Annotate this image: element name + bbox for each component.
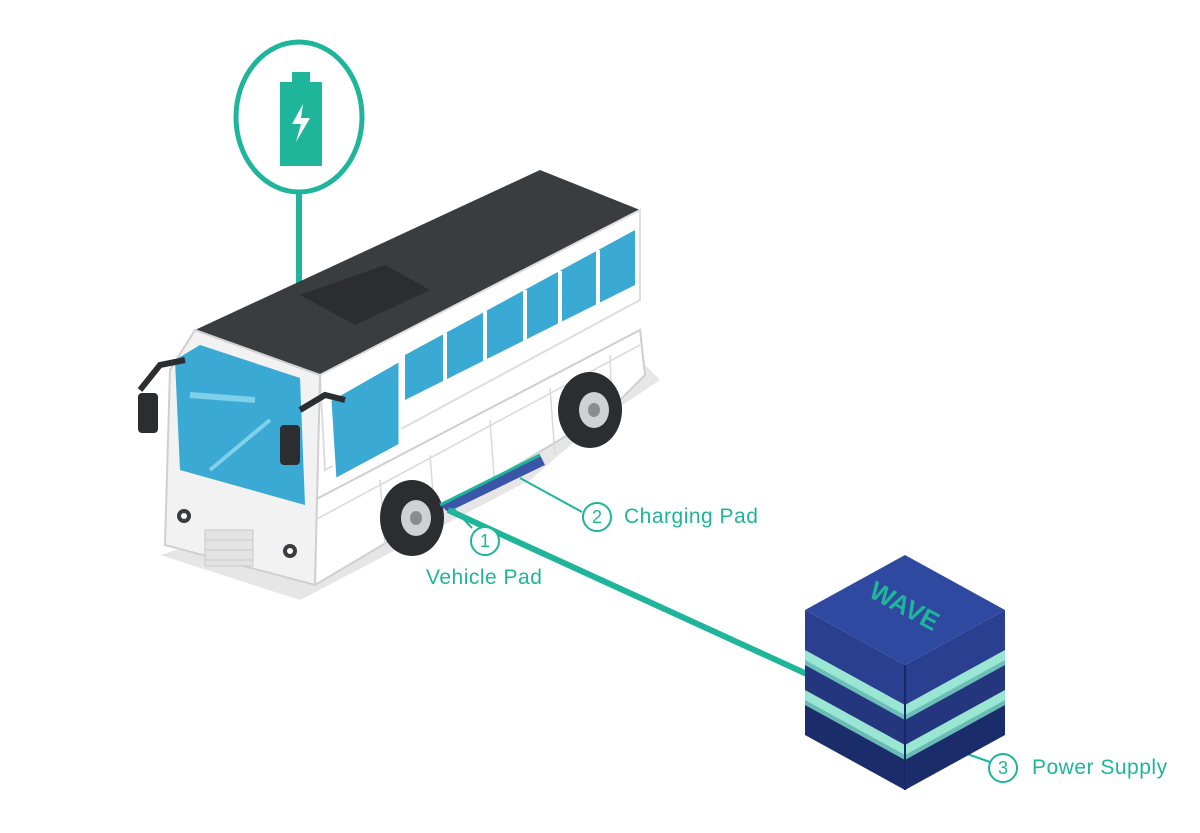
- leader-line-2: [519, 477, 583, 513]
- callout-label-power-supply: Power Supply: [1032, 756, 1168, 779]
- charging-sign: [233, 39, 365, 300]
- leader-line-1: [452, 507, 473, 529]
- rear-wheel: [558, 372, 622, 448]
- front-wheel: [380, 480, 444, 556]
- power-supply-box: WAVE: [805, 555, 1005, 790]
- bus: [137, 170, 647, 587]
- power-cable: [446, 507, 822, 683]
- callout-label-charging-pad: Charging Pad: [624, 505, 759, 528]
- callout-number-2: 2: [582, 502, 612, 532]
- callout-label-vehicle-pad: Vehicle Pad: [426, 566, 543, 589]
- battery-bolt-icon: [280, 72, 322, 166]
- callout-number-3: 3: [988, 753, 1018, 783]
- callout-number-1: 1: [470, 526, 500, 556]
- vehicle-pad: [440, 455, 545, 512]
